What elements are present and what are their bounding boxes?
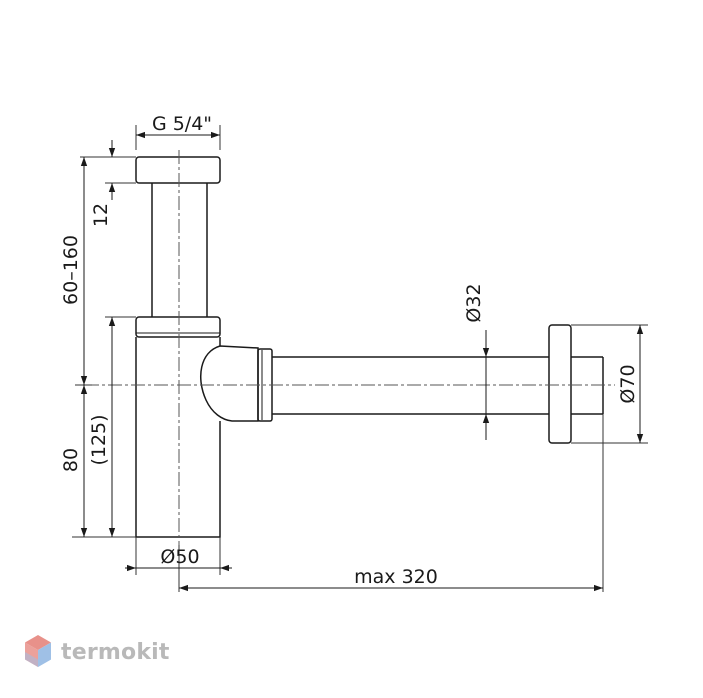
bottle-body bbox=[135, 337, 221, 538]
label-pipe-diameter: Ø32 bbox=[463, 283, 485, 322]
label-lower-height: 80 bbox=[60, 448, 82, 472]
label-max-length: max 320 bbox=[354, 566, 438, 588]
centerlines bbox=[85, 150, 615, 545]
elbow-outlet bbox=[199, 345, 259, 422]
siphon-outline bbox=[135, 156, 604, 538]
dimension-lines bbox=[80, 131, 644, 592]
extension-lines bbox=[72, 125, 648, 592]
label-thread: G 5/4" bbox=[152, 113, 212, 135]
termokit-logo-icon bbox=[25, 635, 51, 667]
wall-rosette bbox=[548, 324, 572, 444]
top-flange bbox=[135, 156, 221, 184]
label-wall-flange-diameter: Ø70 bbox=[617, 364, 639, 403]
termokit-watermark: termokit bbox=[24, 632, 170, 672]
label-flange-height: 12 bbox=[90, 203, 112, 227]
label-upper-range: 60–160 bbox=[60, 235, 82, 305]
label-lower-height-alt: (125) bbox=[88, 414, 110, 465]
termokit-brand-name: termokit bbox=[61, 639, 170, 665]
label-body-diameter: Ø50 bbox=[160, 546, 199, 568]
coupling-nut bbox=[135, 316, 221, 338]
